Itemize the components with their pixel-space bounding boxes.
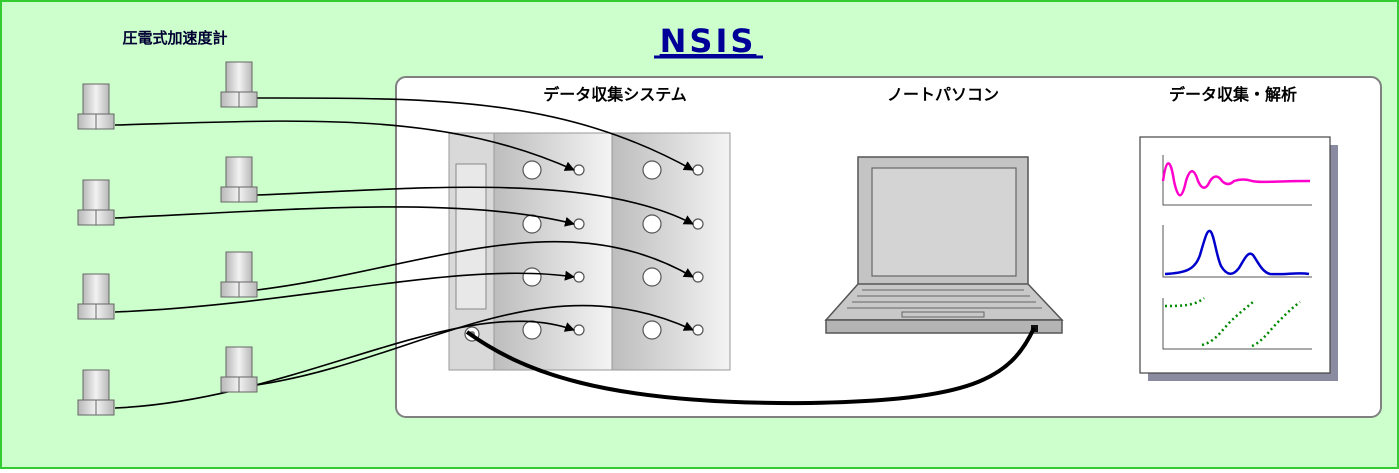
cable-6: [114, 270, 575, 313]
channel-output-port: [692, 324, 704, 336]
channel-input-port: [642, 267, 662, 287]
channel-output-port: [573, 271, 585, 283]
laptop-label: ノートパソコン: [887, 85, 999, 104]
accelerometer-icon: [77, 273, 115, 320]
sheet-page: [1139, 136, 1331, 374]
analysis-sheet: [1139, 136, 1338, 381]
laptop-keyboard: [847, 289, 1042, 318]
accelerometer-icon: [220, 61, 258, 108]
accelerometer-icon: [220, 156, 258, 203]
channel-input-port: [522, 160, 542, 180]
sensor-cables: [114, 97, 694, 409]
cable-3: [256, 186, 694, 225]
channel-input-port: [642, 160, 662, 180]
sensors-group: [77, 61, 258, 416]
daq-system-label: データ収集システム: [543, 85, 687, 104]
channel-input-port: [642, 320, 662, 340]
analysis-label: データ収集・解析: [1169, 85, 1297, 104]
daq-module-1: [493, 132, 613, 371]
peak-spectrum-plot: [1164, 229, 1310, 276]
cable-2: [114, 120, 575, 171]
cable-7: [256, 304, 694, 386]
daq-unit: [448, 132, 731, 371]
cable-4: [114, 206, 575, 227]
cable-5: [256, 241, 694, 291]
sensors-label: 圧電式加速度計: [122, 29, 227, 47]
plot-axes: [1162, 155, 1312, 350]
channel-input-port: [522, 320, 542, 340]
channel-input-port: [522, 267, 542, 287]
laptop-icon: [824, 156, 1064, 334]
accelerometer-icon: [77, 179, 115, 226]
accelerometer-icon: [77, 369, 115, 416]
diagram-title: NSIS: [660, 22, 757, 60]
module-2-connectors: [642, 160, 704, 340]
channel-output-port: [573, 324, 585, 336]
phase-plot: [1164, 297, 1301, 348]
channel-output-port: [692, 164, 704, 176]
cable-8: [114, 320, 575, 409]
channel-input-port: [642, 214, 662, 234]
accelerometer-icon: [220, 251, 258, 298]
channel-output-port: [573, 164, 585, 176]
laptop-screen: [871, 167, 1017, 277]
damped-wave-plot: [1161, 162, 1311, 197]
accelerometer-icon: [77, 83, 115, 130]
daq-controller-slot: [455, 163, 487, 310]
lan-cable: [465, 327, 1036, 406]
laptop-base: [825, 319, 1063, 334]
accelerometer-icon: [220, 346, 258, 393]
channel-output-port: [573, 218, 585, 230]
channel-output-port: [692, 271, 704, 283]
channel-output-port: [692, 218, 704, 230]
channel-input-port: [522, 214, 542, 234]
cable-1: [256, 97, 694, 171]
module-1-connectors: [522, 160, 585, 340]
